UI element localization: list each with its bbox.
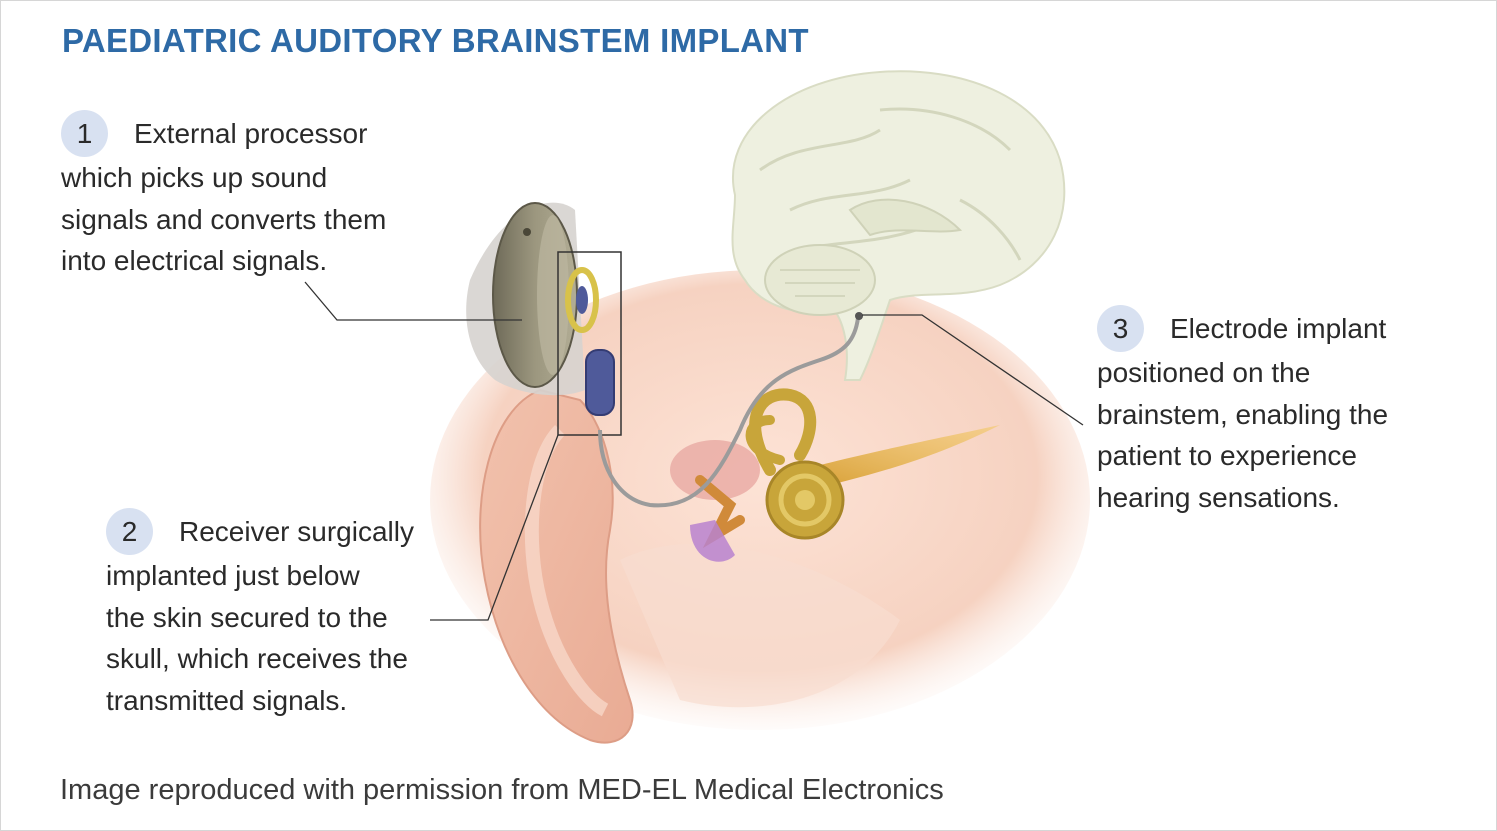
inner-ear xyxy=(670,388,845,562)
electrode-paddle xyxy=(855,312,863,320)
callout-text-line: brainstem, enabling the xyxy=(1097,398,1389,430)
callout-text-line: transmitted signals. xyxy=(106,684,348,716)
auditory-nerve xyxy=(820,425,1000,485)
leader-line-3 xyxy=(862,314,1084,426)
leader-line-2 xyxy=(430,434,559,621)
callout-text-line: skull, which receives the xyxy=(106,643,408,674)
external-processor-illustration xyxy=(492,202,578,388)
callout-number-badge: 3 xyxy=(1097,305,1144,352)
callout-number-badge: 2 xyxy=(106,508,153,555)
callout-text-line: positioned on the xyxy=(1097,357,1311,388)
callout-text-line: which picks up sound xyxy=(61,162,328,193)
brain-illustration xyxy=(731,70,1066,381)
callout-text-line: hearing sensations. xyxy=(1097,481,1340,513)
callout-electrode-implant: 3 Electrode implant positioned on the br… xyxy=(1097,305,1388,518)
callout-number-badge: 1 xyxy=(61,110,108,157)
callout-text-line: signals and converts them xyxy=(61,203,387,235)
electrode-lead xyxy=(598,317,860,508)
image-credit: Image reproduced with permission from ME… xyxy=(60,774,944,806)
callout-receiver: 2 Receiver surgically implanted just bel… xyxy=(106,508,414,721)
outer-ear xyxy=(479,388,634,744)
leader-line-1 xyxy=(304,281,522,321)
callout-text-line: External processor xyxy=(134,117,368,149)
callout-external-processor: 1 External processor which picks up soun… xyxy=(61,110,386,282)
callout-text-line: the skin secured to the xyxy=(106,601,388,633)
callout-text-line: patient to experience xyxy=(1097,440,1357,471)
receiver-illustration xyxy=(557,251,622,436)
callout-text-line: implanted just below xyxy=(106,560,360,591)
figure-title: PAEDIATRIC AUDITORY BRAINSTEM IMPLANT xyxy=(62,22,809,59)
callout-text-line: Electrode implant xyxy=(1170,312,1387,344)
callout-text-line: Receiver surgically xyxy=(179,515,414,547)
callout-text-line: into electrical signals. xyxy=(61,245,328,276)
